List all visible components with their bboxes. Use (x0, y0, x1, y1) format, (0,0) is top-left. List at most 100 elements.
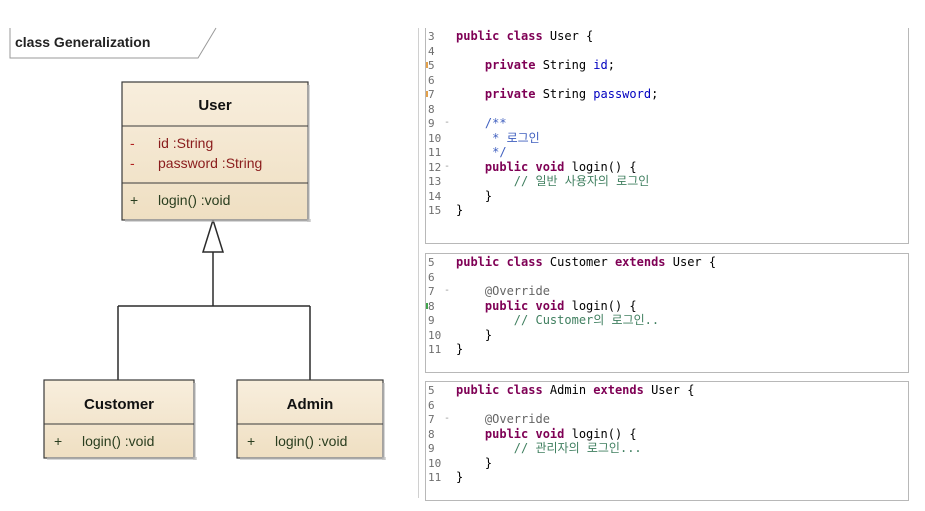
code-token: login() { (571, 298, 637, 313)
fold-toggle-icon[interactable]: - (444, 285, 451, 296)
code-line[interactable]: 9 // 관리자의 로그인... (426, 441, 908, 456)
code-line[interactable]: 14 } (426, 189, 908, 204)
code-line[interactable]: 9 // Customer의 로그인.. (426, 313, 908, 328)
code-token: login() { (571, 159, 637, 174)
code-line[interactable]: 7- @Override (426, 284, 908, 299)
line-number: 15 (428, 204, 442, 217)
code-line[interactable]: 11 */ (426, 145, 908, 160)
line-number: 8 (428, 102, 435, 116)
change-marker (426, 91, 428, 97)
code-token: } (456, 342, 464, 356)
line-number: 7 (428, 88, 435, 101)
line-number: 13 (428, 175, 442, 188)
code-token (456, 427, 485, 441)
code-line[interactable]: 5 private String id; (426, 58, 908, 73)
code-line[interactable]: 10 } (426, 456, 908, 471)
code-line[interactable]: 6 (426, 73, 908, 88)
class-admin-name: Admin (287, 396, 334, 413)
line-number: 6 (428, 270, 435, 284)
class-user[interactable]: User - id :String - password :String + l… (121, 81, 311, 222)
code-line[interactable]: 13 // 일반 사용자의 로그인 (426, 174, 908, 189)
code-token: public void (484, 159, 572, 174)
code-token: } (456, 470, 464, 484)
class-customer[interactable]: Customer + login() :void (43, 379, 197, 460)
code-line[interactable]: 9- /** (426, 116, 908, 131)
code-token: // 관리자의 로그인... (513, 441, 642, 455)
code-token (456, 131, 485, 145)
code-token (456, 284, 485, 298)
code-token: // Customer의 로그인.. (513, 313, 660, 327)
code-token: Admin (549, 383, 594, 397)
diagram-frame-tab: class Generalization (9, 27, 217, 59)
code-line[interactable]: 12- public void login() { (426, 160, 908, 175)
code-line[interactable]: 10 * 로그인 (426, 131, 908, 146)
line-number: 14 (428, 189, 442, 203)
line-number: 6 (428, 73, 435, 87)
code-token: ; (607, 58, 615, 72)
fold-toggle-icon[interactable]: - (444, 160, 451, 172)
code-token: password (593, 87, 652, 101)
admin-op-login-visibility: + (247, 433, 255, 449)
code-token: } (456, 455, 493, 470)
code-line[interactable]: 4 (426, 44, 908, 59)
code-line[interactable]: 15} (426, 203, 908, 218)
code-token: } (456, 203, 464, 217)
code-token (456, 160, 485, 174)
code-token: User { (549, 29, 594, 43)
diagram-title: class Generalization (15, 34, 150, 50)
line-number: 7 (428, 285, 435, 298)
code-token: extends (593, 383, 652, 397)
code-line[interactable]: 6 (426, 398, 908, 413)
code-token: */ (484, 145, 507, 159)
code-token (456, 299, 485, 313)
code-line[interactable]: 8 public void login() { (426, 299, 908, 314)
code-token: * 로그인 (484, 130, 540, 145)
code-token: String (542, 58, 594, 72)
code-token: User { (672, 255, 717, 269)
code-token: } (456, 327, 493, 342)
fold-toggle-icon[interactable]: - (444, 117, 451, 128)
line-number: 10 (428, 328, 442, 342)
code-token (456, 174, 514, 188)
code-line[interactable]: 11} (426, 342, 908, 357)
line-number: 10 (428, 131, 442, 145)
code-line[interactable]: 6 (426, 270, 908, 285)
code-line[interactable]: 8 (426, 102, 908, 117)
divider (418, 28, 419, 498)
line-number: 7 (428, 413, 435, 426)
attr-password: password :String (158, 155, 262, 171)
code-token (456, 87, 485, 101)
code-token: User { (651, 383, 695, 397)
line-number: 8 (428, 299, 435, 313)
class-customer-name: Customer (84, 396, 154, 413)
fold-toggle-icon[interactable]: - (444, 413, 451, 424)
code-line[interactable]: 11} (426, 470, 908, 485)
code-token: @Override (484, 412, 550, 426)
code-token (456, 313, 514, 327)
generalization-arrowhead (201, 217, 225, 253)
code-line[interactable]: 8 public void login() { (426, 427, 908, 442)
code-token: String (542, 87, 594, 101)
class-admin[interactable]: Admin + login() :void (236, 379, 386, 460)
code-line[interactable]: 10 } (426, 328, 908, 343)
customer-op-login: login() :void (82, 433, 154, 449)
generalization-connector (117, 252, 311, 380)
code-token: public class (456, 29, 550, 43)
line-number: 11 (428, 146, 442, 159)
code-line[interactable]: 7- @Override (426, 412, 908, 427)
line-number: 8 (428, 427, 435, 441)
line-number: 11 (428, 343, 442, 356)
code-token (456, 58, 485, 72)
code-token (456, 441, 514, 455)
code-line[interactable]: 7 private String password; (426, 87, 908, 102)
op-login: login() :void (158, 192, 230, 208)
code-token (456, 412, 485, 426)
